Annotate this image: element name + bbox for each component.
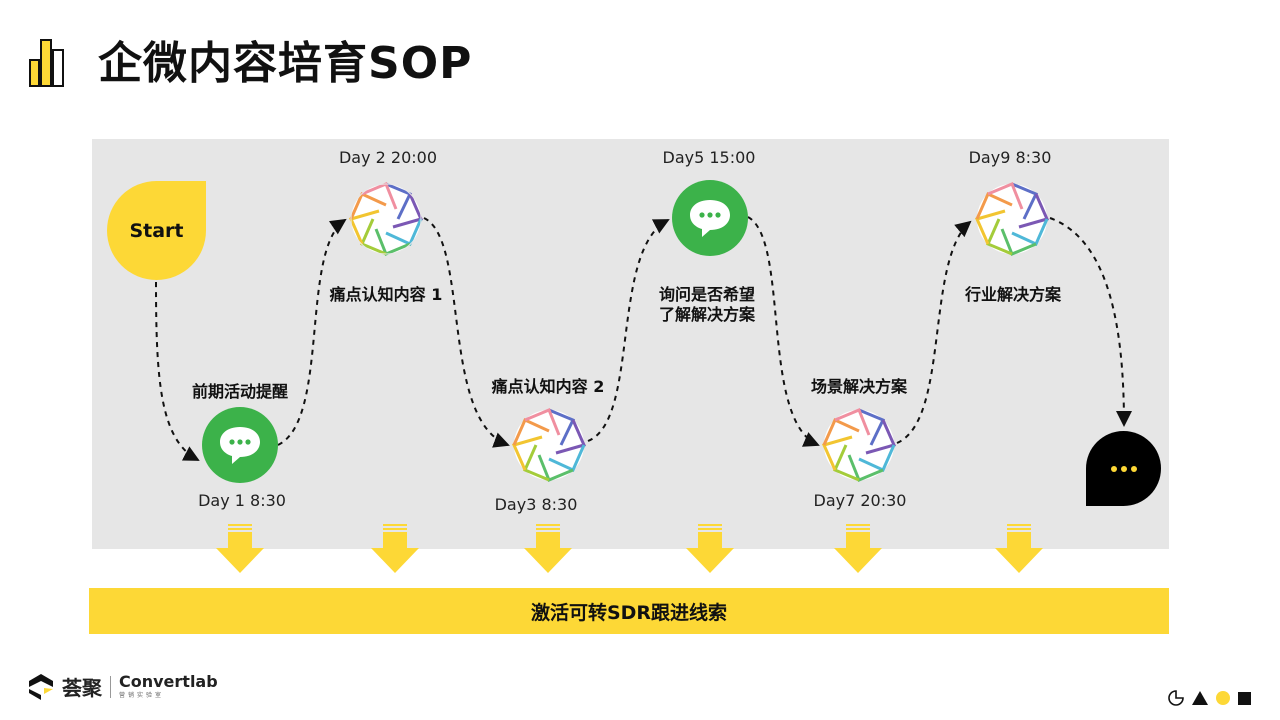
conversion-banner: 激活可转SDR跟进线索 bbox=[89, 588, 1169, 634]
square-icon bbox=[1238, 691, 1251, 705]
shutter-icon bbox=[821, 408, 897, 482]
circle-icon bbox=[1216, 691, 1230, 705]
chat-bubble-icon bbox=[202, 407, 278, 483]
footer-brand: 荟聚 Convertlab 营销实验室 bbox=[28, 672, 218, 701]
step-2-label: 痛点认知内容 1 bbox=[329, 285, 443, 304]
step-3-label: 痛点认知内容 2 bbox=[491, 377, 605, 396]
shutter-icon bbox=[511, 408, 587, 482]
triangle-icon bbox=[1192, 691, 1208, 705]
step-3-day: Day3 8:30 bbox=[494, 495, 578, 514]
brand-separator bbox=[110, 675, 111, 698]
brand-logo-icon bbox=[29, 673, 53, 700]
step-6-label: 行业解决方案 bbox=[964, 285, 1061, 304]
moon-icon bbox=[1168, 690, 1184, 706]
step-5-day: Day7 20:30 bbox=[813, 491, 907, 510]
step-2-day: Day 2 20:00 bbox=[338, 148, 438, 167]
page-title: 企微内容培育SOP bbox=[98, 38, 473, 89]
step-5-label: 场景解决方案 bbox=[810, 377, 907, 396]
brand-name-cn: 荟聚 bbox=[62, 676, 102, 700]
step-4-label-line1: 询问是否希望 bbox=[658, 285, 755, 304]
step-4-label-line2: 了解解决方案 bbox=[658, 305, 755, 324]
step-4-day: Day5 15:00 bbox=[662, 148, 756, 167]
chat-bubble-icon bbox=[672, 180, 748, 256]
shutter-icon bbox=[348, 182, 424, 256]
shutter-icon bbox=[974, 182, 1050, 256]
ellipsis-bubble-icon bbox=[1086, 431, 1161, 506]
decor-shapes bbox=[1168, 690, 1251, 706]
step-6-day: Day9 8:30 bbox=[968, 148, 1052, 167]
brand-en-block: Convertlab 营销实验室 bbox=[119, 672, 218, 700]
step-1-day: Day 1 8:30 bbox=[198, 491, 286, 510]
brand-name-en-sub: 营销实验室 bbox=[119, 692, 165, 699]
bar-chart-icon bbox=[29, 39, 64, 87]
start-badge: Start bbox=[107, 181, 206, 280]
brand-name-en: Convertlab bbox=[119, 672, 218, 691]
step-1-label: 前期活动提醒 bbox=[191, 382, 288, 401]
